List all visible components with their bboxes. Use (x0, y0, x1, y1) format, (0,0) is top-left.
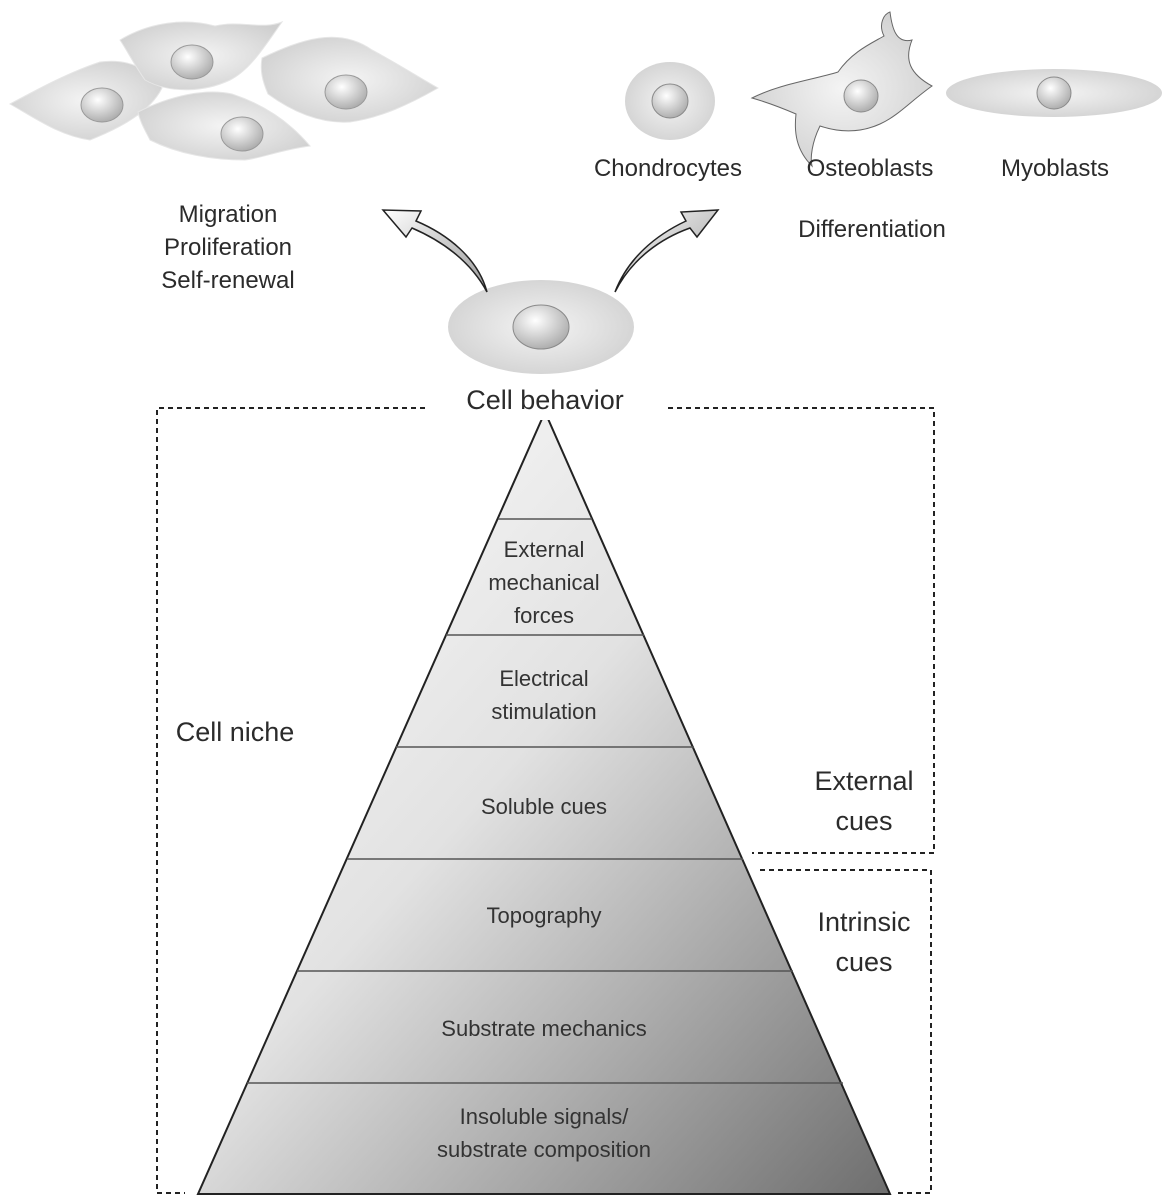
intrinsic-cues-label: Intrinsic cues (817, 907, 911, 977)
central-cell (448, 280, 634, 374)
differentiation-label: Differentiation (798, 216, 946, 243)
tier-substrate-mechanics: Substrate mechanics (441, 1016, 647, 1041)
cell-niche-label: Cell niche (175, 717, 295, 747)
osteoblast-illustration (750, 11, 933, 168)
arrow-left (381, 209, 488, 293)
osteoblasts-label: Osteoblasts (806, 155, 934, 182)
pyramid (196, 409, 892, 1195)
tier-topography: Topography (486, 903, 602, 928)
chondrocyte-illustration (625, 62, 715, 140)
migration-proliferation-label: Migration Proliferation Self-renewal (161, 201, 295, 294)
tier-soluble-cues: Soluble cues (481, 794, 607, 819)
tier-insoluble-signals: Insoluble signals/ substrate composition (437, 1104, 651, 1162)
myoblast-illustration (946, 69, 1162, 117)
arrow-right (614, 209, 720, 293)
migrating-cells-illustration (8, 20, 440, 161)
external-cues-label: External cues (814, 766, 914, 836)
tier-external-mechanical-forces: External mechanical forces (488, 537, 600, 628)
cell-behavior-label: Cell behavior (425, 380, 665, 420)
tier-electrical-stimulation: Electrical stimulation (491, 666, 597, 724)
myoblasts-label: Myoblasts (1000, 155, 1110, 182)
cell-niche-bracket (156, 407, 935, 1194)
chondrocytes-label: Chondrocytes (593, 155, 743, 182)
